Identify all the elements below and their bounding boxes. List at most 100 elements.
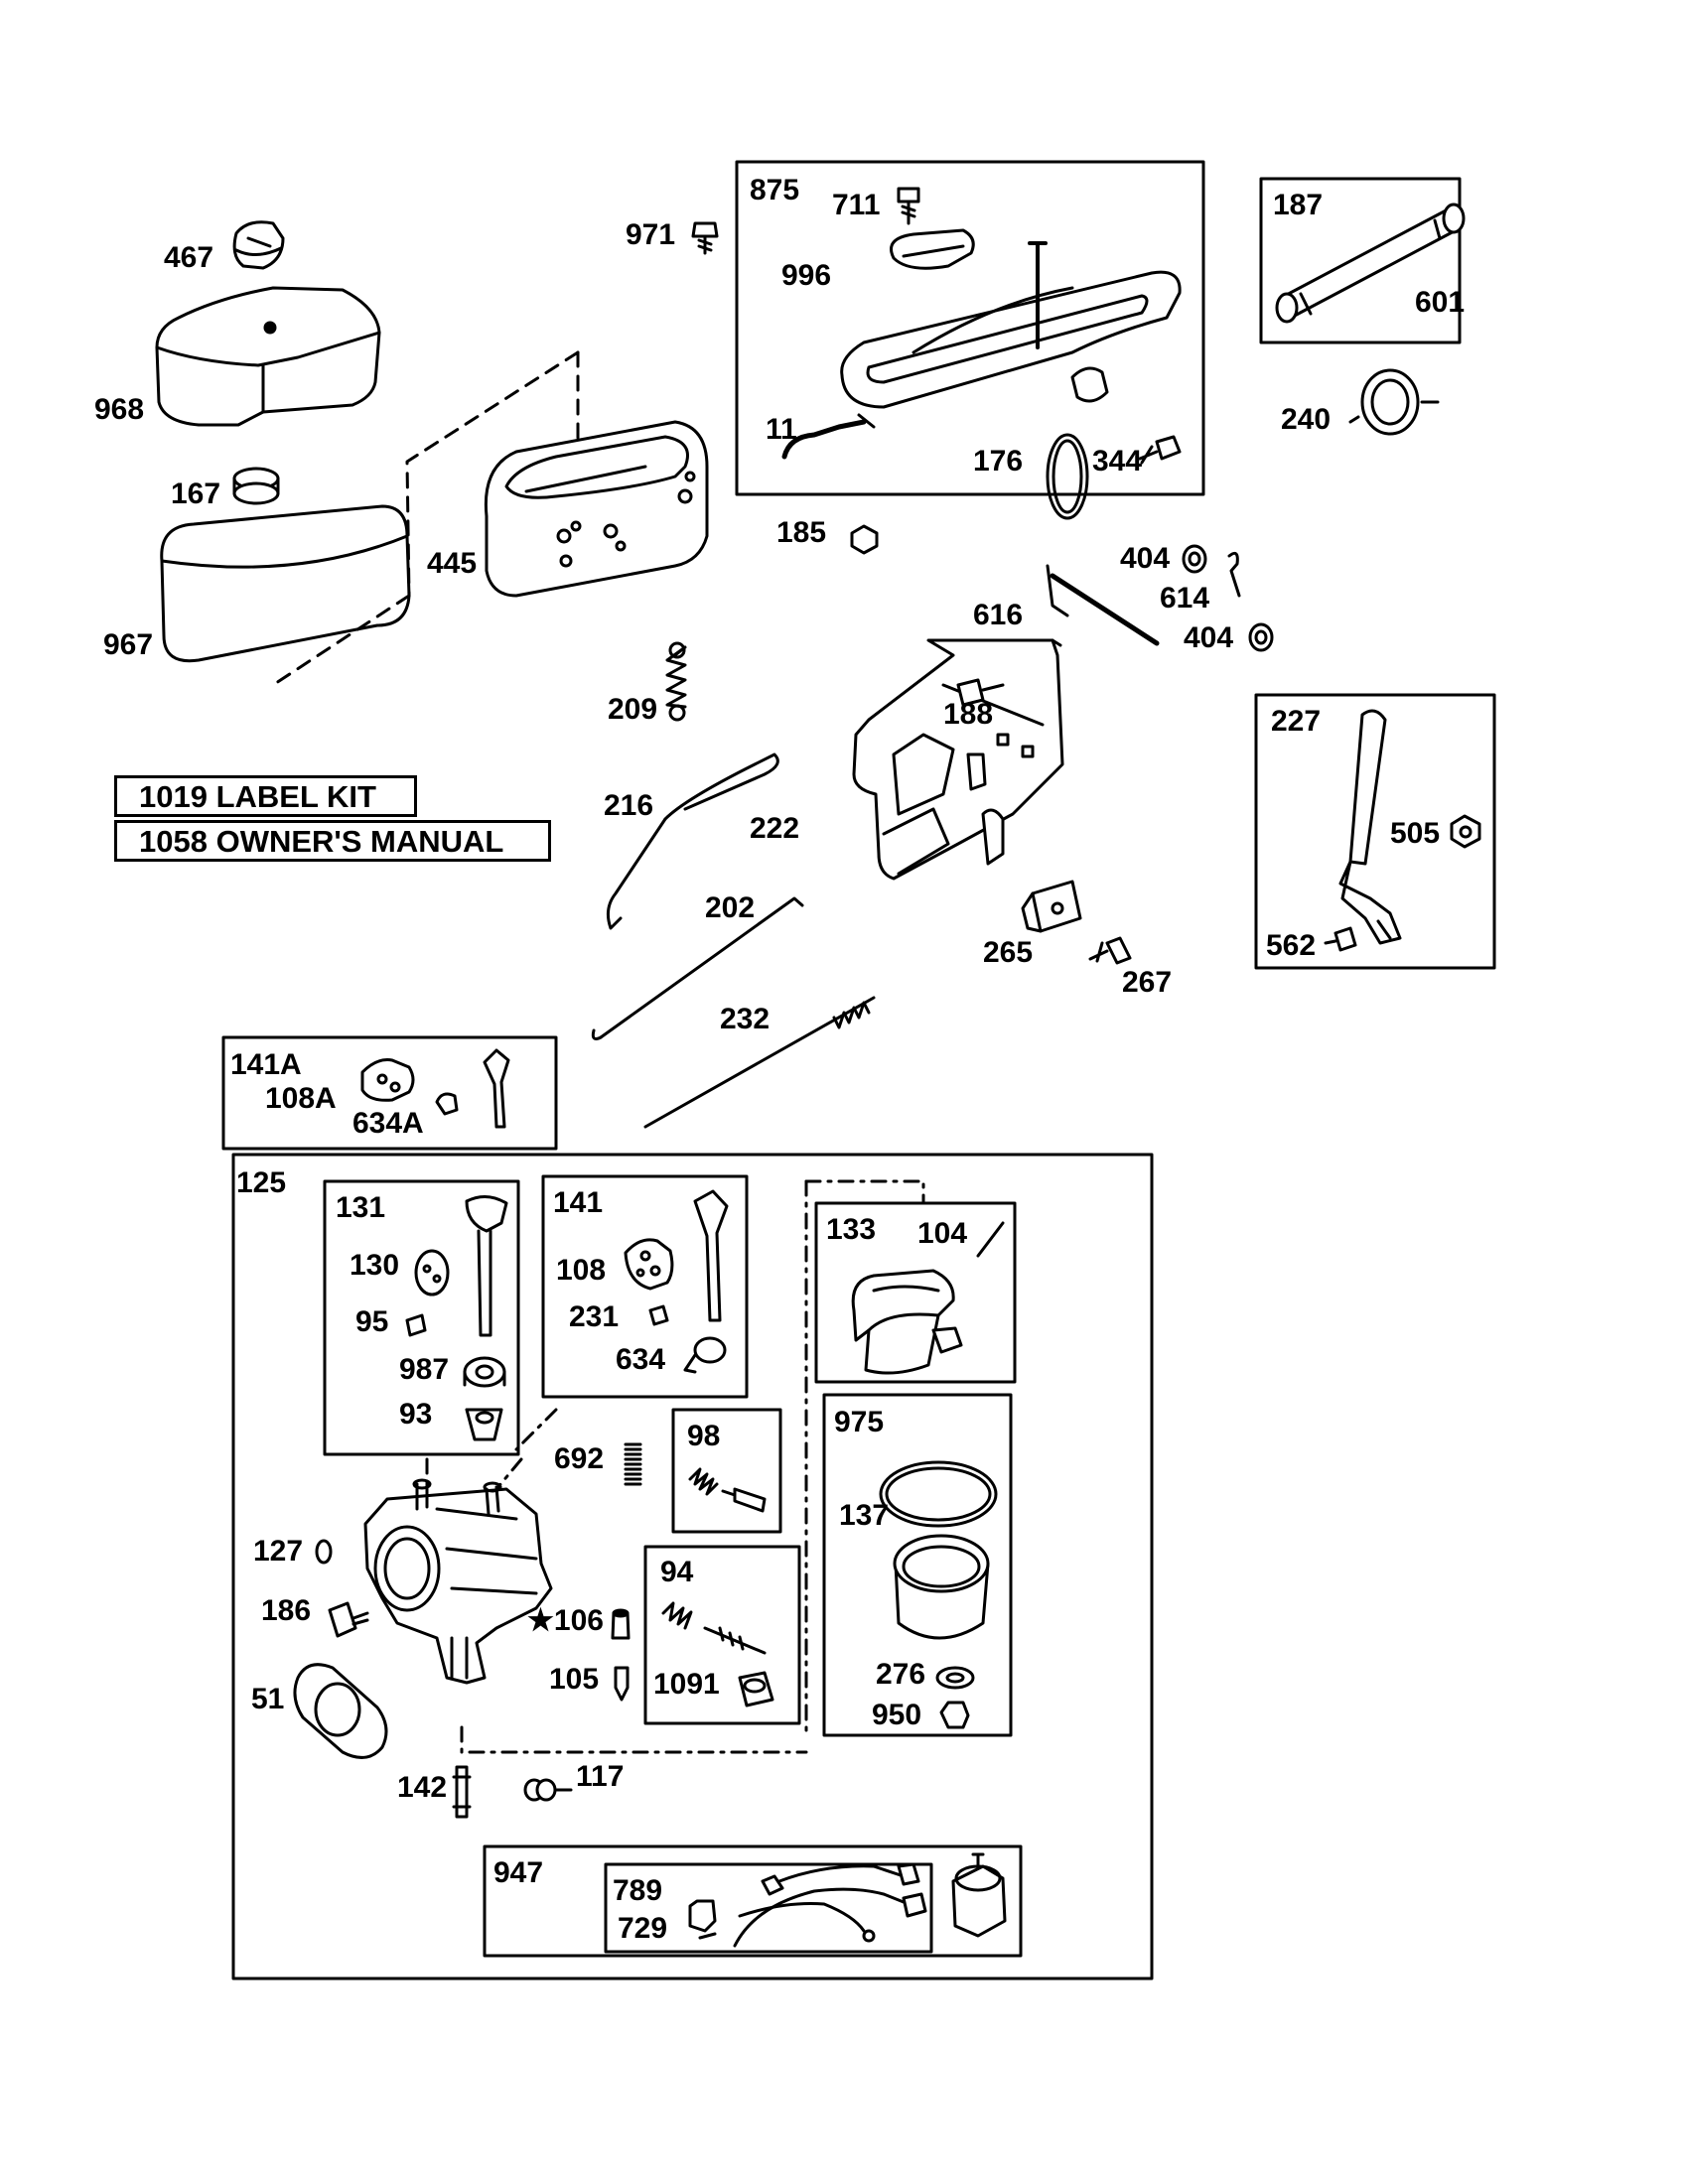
part-127-label: 127 bbox=[253, 1535, 304, 1568]
box-187-label: 187 bbox=[1273, 189, 1324, 221]
box-227-frame bbox=[1254, 693, 1496, 970]
part-188-label: 188 bbox=[943, 698, 994, 731]
part-105-label: 105 bbox=[549, 1663, 600, 1696]
part-634a-label: 634A bbox=[352, 1107, 424, 1140]
solenoid-947-drawing bbox=[951, 1852, 1007, 1938]
part-467-label: 467 bbox=[164, 241, 214, 274]
part-240-label: 240 bbox=[1281, 403, 1332, 436]
part-614-label: 614 bbox=[1160, 582, 1210, 614]
part-344-label: 344 bbox=[1092, 445, 1143, 478]
screw-711-drawing bbox=[897, 187, 920, 225]
screw-344-drawing bbox=[1138, 435, 1182, 465]
box-141a-label: 141A bbox=[230, 1048, 302, 1081]
part-968-label: 968 bbox=[94, 393, 145, 426]
part-108-label: 108 bbox=[556, 1254, 607, 1287]
dash-lines-carb bbox=[425, 1179, 925, 1754]
part-967-label: 967 bbox=[103, 628, 154, 661]
box-789-frame bbox=[604, 1862, 933, 1954]
screw-117-drawing bbox=[523, 1778, 573, 1802]
box-789-label: 789 bbox=[613, 1874, 663, 1907]
screw-98-drawing bbox=[688, 1467, 767, 1513]
part-130-label: 130 bbox=[350, 1249, 400, 1282]
part-276-label: 276 bbox=[876, 1658, 926, 1691]
owners-manual-box: 1058 OWNER'S MANUAL bbox=[114, 820, 551, 862]
spring-692-drawing bbox=[624, 1442, 642, 1486]
box-875-frame bbox=[735, 160, 1205, 496]
fitting-186-drawing bbox=[328, 1601, 369, 1638]
part-996-label: 996 bbox=[781, 259, 832, 292]
part-711-label: 711 bbox=[832, 189, 881, 221]
base-875-drawing bbox=[781, 228, 1182, 520]
box-125-frame bbox=[231, 1153, 1154, 1980]
part-186-label: 186 bbox=[261, 1594, 312, 1627]
part-265-label: 265 bbox=[983, 936, 1034, 969]
filter-240-drawing bbox=[1348, 368, 1440, 436]
part-108a-label: 108A bbox=[265, 1082, 337, 1115]
part-634-label: 634 bbox=[616, 1343, 666, 1376]
part-616-label: 616 bbox=[973, 599, 1024, 631]
filter-445-drawing bbox=[484, 420, 709, 598]
box-131-label: 131 bbox=[336, 1191, 386, 1224]
nut-167-drawing bbox=[232, 467, 280, 505]
box-227-label: 227 bbox=[1271, 705, 1322, 738]
part-404-bottom-label: 404 bbox=[1184, 621, 1234, 654]
shaft-616-drawing bbox=[1046, 564, 1160, 646]
part-176-label: 176 bbox=[973, 445, 1024, 478]
part-505-label: 505 bbox=[1390, 817, 1441, 850]
throttle-shaft-141-drawing bbox=[624, 1189, 729, 1374]
part-222-label: 222 bbox=[750, 812, 800, 845]
part-167-label: 167 bbox=[171, 478, 221, 510]
nut-505-drawing bbox=[1450, 814, 1481, 849]
screw-188-drawing bbox=[956, 678, 1005, 707]
box-875-label: 875 bbox=[750, 174, 800, 206]
pre-cleaner-967-drawing bbox=[160, 504, 411, 663]
part-95-label: 95 bbox=[355, 1305, 389, 1338]
pin-142-drawing bbox=[452, 1765, 472, 1819]
part-93-label: 93 bbox=[399, 1398, 433, 1431]
part-232-label: 232 bbox=[720, 1003, 771, 1035]
screw-971-drawing bbox=[691, 221, 719, 255]
box-133-label: 133 bbox=[826, 1213, 877, 1246]
part-601-label: 601 bbox=[1415, 286, 1466, 319]
part-185-label: 185 bbox=[776, 516, 827, 549]
part-267-label: 267 bbox=[1122, 966, 1173, 999]
part-142-label: 142 bbox=[397, 1771, 448, 1804]
box-94-frame bbox=[643, 1545, 801, 1725]
box-98-label: 98 bbox=[687, 1420, 721, 1452]
part-404-top-label: 404 bbox=[1120, 542, 1171, 575]
box-947-label: 947 bbox=[493, 1856, 544, 1889]
part-1091-label: 1091 bbox=[653, 1668, 720, 1701]
part-562-label: 562 bbox=[1266, 929, 1317, 962]
box-133-frame bbox=[814, 1201, 1017, 1384]
part-950-label: 950 bbox=[872, 1699, 922, 1731]
clip-265-drawing bbox=[1021, 880, 1082, 933]
cover-968-drawing bbox=[155, 286, 381, 427]
pin-614-drawing bbox=[1227, 551, 1241, 598]
part-11-label: 11 bbox=[766, 413, 797, 446]
screw-562-drawing bbox=[1324, 926, 1357, 952]
float-133-drawing bbox=[851, 1221, 1005, 1375]
nut-185-drawing bbox=[850, 524, 879, 555]
knob-467-drawing bbox=[232, 220, 285, 270]
spring-209-drawing bbox=[665, 641, 687, 722]
box-141-frame bbox=[541, 1174, 749, 1399]
part-209-label: 209 bbox=[608, 693, 658, 726]
fuel-line-187-drawing bbox=[1275, 203, 1466, 324]
governor-lever-227-drawing bbox=[1338, 709, 1402, 945]
part-692-label: 692 bbox=[554, 1442, 605, 1475]
link-216-drawing bbox=[606, 752, 779, 930]
box-94-label: 94 bbox=[660, 1556, 694, 1588]
idle-screw-94-drawing bbox=[661, 1601, 774, 1707]
label-kit-text: 1019 LABEL KIT bbox=[139, 779, 376, 814]
bracket-222-drawing bbox=[852, 638, 1064, 881]
part-137-label: 137 bbox=[839, 1499, 890, 1532]
part-231-label: 231 bbox=[569, 1300, 620, 1333]
needle-105-drawing bbox=[614, 1666, 630, 1702]
box-141-label: 141 bbox=[553, 1186, 604, 1219]
box-975-label: 975 bbox=[834, 1406, 885, 1438]
box-125-label: 125 bbox=[236, 1166, 287, 1199]
washer-404-top bbox=[1182, 544, 1207, 574]
box-187-frame bbox=[1259, 177, 1462, 344]
washer-404-bottom bbox=[1248, 622, 1274, 652]
